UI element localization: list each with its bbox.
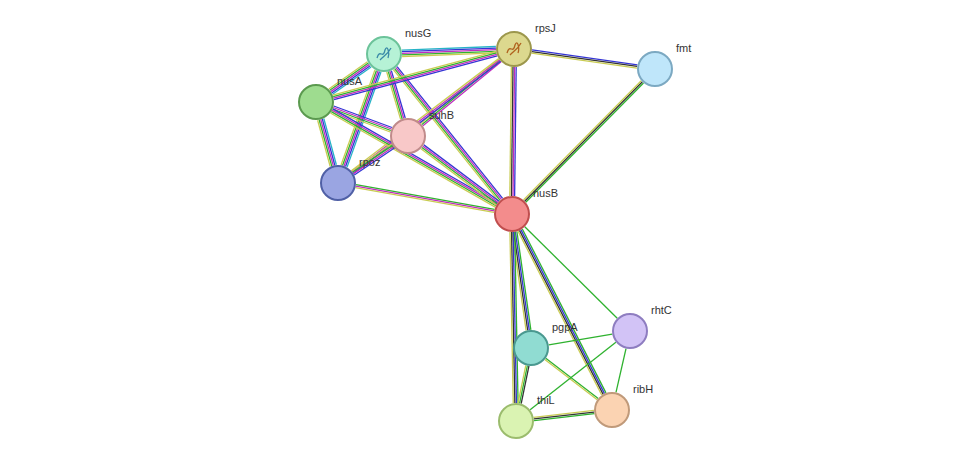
evidence-line xyxy=(354,148,394,175)
evidence-line xyxy=(423,146,498,202)
interaction-edge xyxy=(532,50,638,68)
evidence-line xyxy=(353,61,500,173)
evidence-line xyxy=(331,64,370,91)
evidence-line xyxy=(355,188,494,213)
evidence-line xyxy=(356,185,495,210)
node-label: nusA xyxy=(337,75,362,88)
evidence-line xyxy=(616,349,626,393)
evidence-line xyxy=(521,230,605,394)
interaction-edge xyxy=(524,81,644,203)
protein-node: rpoz xyxy=(320,165,356,201)
evidence-line xyxy=(333,109,498,203)
interaction-edge xyxy=(330,109,497,207)
evidence-line xyxy=(331,112,496,206)
protein-node: thiL xyxy=(498,403,534,439)
node-label: rpoz xyxy=(359,156,380,169)
protein-node: pgpA xyxy=(513,330,549,366)
interaction-edge xyxy=(355,185,494,213)
evidence-line xyxy=(421,149,496,205)
evidence-line xyxy=(518,365,526,403)
evidence-line xyxy=(351,59,498,171)
structure-glyph xyxy=(498,33,529,64)
evidence-line xyxy=(534,412,594,419)
evidence-line xyxy=(423,62,501,126)
evidence-line xyxy=(510,232,513,403)
evidence-line xyxy=(532,52,637,67)
evidence-line xyxy=(352,60,499,172)
evidence-line xyxy=(510,67,512,196)
interaction-edge xyxy=(525,227,617,319)
node-label: rhtC xyxy=(651,304,672,317)
evidence-line xyxy=(422,147,497,203)
evidence-line xyxy=(334,54,497,98)
interaction-edge xyxy=(510,67,516,196)
interaction-edge xyxy=(534,410,595,420)
evidence-line xyxy=(549,334,613,345)
protein-node: ribH xyxy=(594,392,630,428)
protein-node: rhtC xyxy=(612,313,648,349)
evidence-line xyxy=(522,229,606,393)
protein-node: rpsJ xyxy=(496,31,532,67)
evidence-line xyxy=(525,82,643,201)
interaction-edge xyxy=(421,145,499,205)
evidence-line xyxy=(525,227,617,319)
interaction-edge xyxy=(545,358,598,399)
protein-node: nusA xyxy=(298,84,334,120)
interaction-edge xyxy=(352,144,395,175)
evidence-line xyxy=(333,51,496,95)
interaction-edge xyxy=(616,349,626,393)
interaction-edge xyxy=(351,59,500,174)
evidence-line xyxy=(532,53,637,68)
evidence-line xyxy=(524,81,642,200)
evidence-line xyxy=(526,83,644,202)
node-label: nusB xyxy=(533,187,558,200)
evidence-line xyxy=(545,360,597,400)
protein-node: nusB xyxy=(494,196,530,232)
interaction-edge xyxy=(318,119,337,167)
node-label: thiL xyxy=(537,394,555,407)
structure-glyph xyxy=(368,38,399,69)
evidence-line xyxy=(318,120,331,166)
evidence-line xyxy=(532,50,637,65)
evidence-line xyxy=(546,358,598,398)
evidence-line xyxy=(352,144,392,171)
protein-node: suhB xyxy=(390,118,426,154)
protein-node: nusG xyxy=(366,36,402,72)
evidence-line xyxy=(330,63,369,90)
node-label: ribH xyxy=(633,383,653,396)
node-label: fmt xyxy=(676,42,691,55)
node-label: pgpA xyxy=(552,321,578,334)
evidence-line xyxy=(534,414,594,421)
evidence-line xyxy=(353,147,393,174)
interaction-edge xyxy=(333,51,497,99)
interaction-edge xyxy=(510,232,518,403)
evidence-line xyxy=(352,145,392,172)
evidence-line xyxy=(330,113,495,207)
node-label: nusG xyxy=(405,27,431,40)
node-label: rpsJ xyxy=(535,22,556,35)
node-label: suhB xyxy=(429,109,454,122)
evidence-line xyxy=(329,62,368,89)
evidence-line xyxy=(319,120,332,166)
evidence-line xyxy=(332,110,497,204)
interaction-edge xyxy=(549,334,613,345)
evidence-line xyxy=(333,53,496,97)
evidence-line xyxy=(520,366,528,404)
interaction-edge xyxy=(518,365,529,403)
evidence-line xyxy=(356,186,495,211)
evidence-line xyxy=(424,145,499,201)
evidence-line xyxy=(534,410,594,417)
evidence-line xyxy=(321,119,334,165)
protein-node: fmt xyxy=(637,51,673,87)
